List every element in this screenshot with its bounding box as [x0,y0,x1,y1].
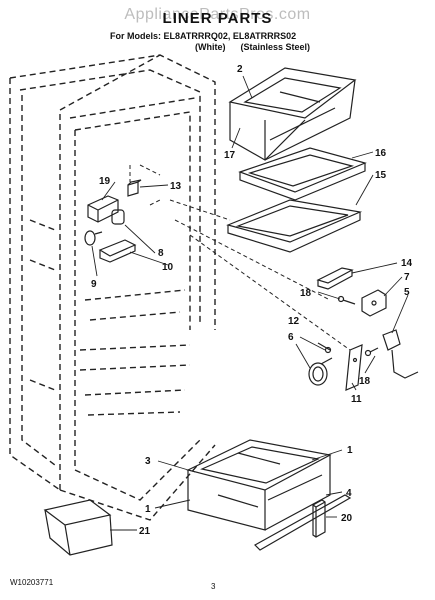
light-bulb [84,230,103,246]
callout-5: 5 [404,287,410,298]
watermark: AppliancePartsPros.com [124,6,311,23]
callout-2: 2 [237,64,243,75]
callout-12: 12 [288,316,300,327]
callout-9: 9 [91,279,97,290]
callout-8: 8 [158,248,164,259]
shelf-frame [238,147,367,201]
trim-strip [254,494,352,551]
callout-16: 16 [375,148,387,159]
thermostat-sensor [127,179,142,197]
assembly-leaders [129,164,351,351]
screw-upper [337,295,356,305]
callout-14: 14 [401,258,413,269]
callout-7: 7 [404,272,410,283]
callout-11: 11 [351,394,362,405]
models-line: For Models: EL8ATRRRQ02, EL8ATRRRS02 [110,31,297,41]
control-knob [308,357,333,386]
shelf-support [316,267,354,290]
callout-19: 19 [99,176,111,187]
callout-4: 4 [346,488,352,499]
callout-21: 21 [139,526,151,537]
callout-3: 3 [145,456,151,467]
door-bin [43,499,113,556]
callout-15: 15 [375,170,387,181]
callout-leaders [91,75,409,531]
finishes-line: (White) (Stainless Steel) [195,42,311,52]
callout-13: 13 [170,181,182,192]
glass-shelf [226,199,363,253]
lower-basket [186,439,332,531]
door-switch [382,329,419,379]
door-spacer [312,499,326,538]
callout-17: 17 [224,150,236,161]
callout-20: 20 [341,513,353,524]
callout-6: 6 [288,332,294,343]
page-number: 3 [211,582,216,591]
liner-cabinet [9,54,216,521]
hinge-bracket [361,289,387,317]
upper-basket [228,67,357,161]
document-code: W10203771 [10,578,54,587]
control-bracket [345,344,363,391]
callout-18-lower: 18 [359,376,371,387]
callout-1-lower: 1 [145,504,151,515]
callout-18-upper: 18 [300,288,312,299]
light-shield [98,239,137,263]
light-socket [111,209,125,225]
light-housing [87,195,119,223]
callout-10: 10 [162,262,174,273]
bracket-screw [317,342,332,354]
screw-lower [364,347,379,357]
page-title: LINER PARTS [162,10,273,27]
callout-1-upper: 1 [347,445,353,456]
